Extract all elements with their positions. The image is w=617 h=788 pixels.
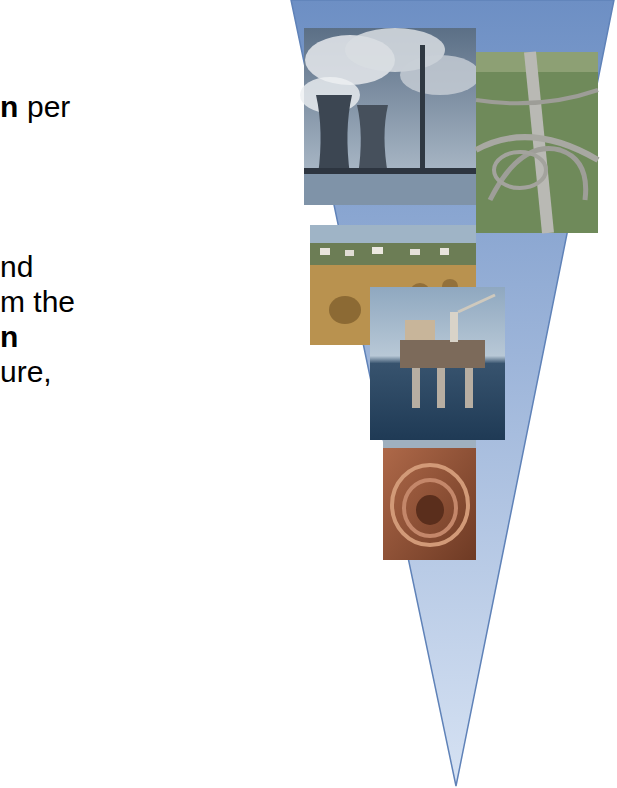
text-fragment: ure, (0, 355, 52, 389)
text-fragment: nd (0, 250, 33, 284)
highway-photo (476, 52, 598, 233)
power-plant-photo (300, 28, 480, 205)
text-fragment: n (0, 320, 18, 354)
text-fragment: n (0, 90, 18, 124)
inverted-triangle (291, 0, 614, 786)
mine-photo (383, 440, 476, 560)
text-fragment: m the (0, 285, 75, 319)
text-fragment: per (27, 90, 70, 124)
oil-platform-photo (370, 287, 505, 440)
